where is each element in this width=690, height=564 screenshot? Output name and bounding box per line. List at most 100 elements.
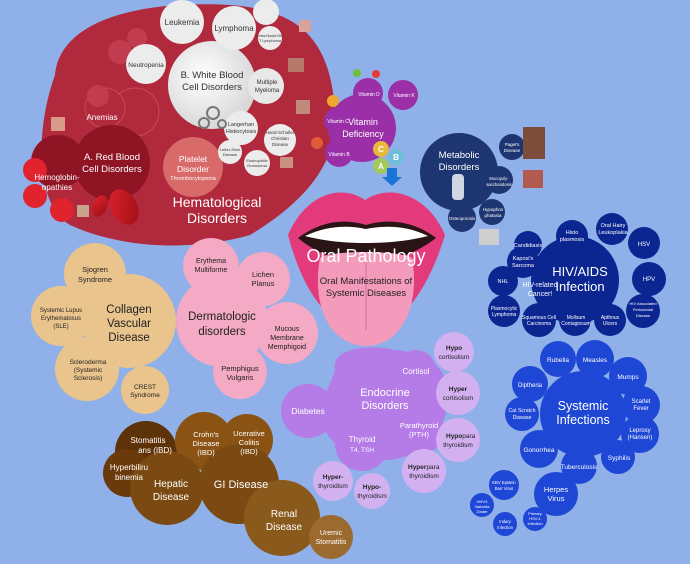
langerhans-label-2: Histiocytosis [226, 129, 257, 135]
photo-thumbnail [523, 170, 543, 188]
hand-schuller-label-3: Disease [272, 142, 289, 147]
hiv-title-2: Infection [555, 279, 604, 294]
syphilis-label: Syphilis [608, 455, 631, 462]
hyperparathyroidism-rest: thyroidism [409, 473, 439, 480]
hyperbili-label-2: binemia [115, 473, 144, 482]
mps-label-2: saccharidosis [486, 182, 511, 187]
nhl-label: NHL [497, 279, 508, 285]
thyroid-label-1: Thyroid [349, 435, 376, 444]
anemias-label: Anemias [86, 113, 117, 122]
pemphigus-label-1: Pemphigus [221, 364, 259, 373]
hypocortisolism-bold: Hypo [446, 345, 462, 352]
renal-label-2: Disease [266, 522, 303, 533]
mmp-label-2: Membrane [270, 335, 304, 342]
photo-thumbnail [299, 20, 311, 32]
apthous-label-2: Ulcers [603, 321, 618, 327]
vzv-label-3: Zoster [476, 509, 488, 514]
hand-schuller-label-2: Christian [271, 136, 289, 141]
hypoparathyroidism-mid: para [462, 433, 475, 440]
pemphigus-label-2: Vulgaris [227, 373, 254, 382]
vitamin-cluster: Vitamin Deficiency Vitamin D Vitamin K V… [311, 69, 418, 186]
paget-label-2: Disease [504, 148, 521, 153]
colitis-label-1: Ucerative [233, 429, 265, 438]
vitamin-b-badge-label: B [393, 153, 399, 162]
hypophos-label-1: Hypophos [483, 207, 504, 212]
mmp-label-3: Memphigoid [268, 344, 306, 351]
oral-pathology-center: Oral Pathology Oral Manifestations of Sy… [288, 192, 445, 346]
stomatitis-label-2: ans (IBD) [138, 446, 172, 455]
eosinophilic-label-1: Eosinophilic [246, 158, 267, 163]
scarlet-label-2: Fever [633, 406, 648, 412]
hyperparathyroidism-mid: para [426, 464, 439, 471]
catscratch-label-2: Disease [513, 415, 532, 421]
multiple-myeloma-label-2: Myeloma [255, 88, 280, 94]
ebv-label-1: EBV Epstein [492, 480, 516, 485]
systemic-infections-node[interactable] [540, 371, 626, 457]
extra-nodal-label-2: T Lymphoma [259, 39, 282, 43]
hematological-title-2: Disorders [187, 210, 247, 226]
vitamin-a-badge-label: A [378, 162, 384, 171]
hyperthyroidism-rest: thyroidism [318, 483, 348, 490]
apthous-label-1: Apthous [601, 315, 620, 321]
platelet-disorder-node[interactable] [163, 137, 223, 197]
red-blood-cell-disorders-node[interactable] [74, 125, 150, 201]
diabetes-label: Diabetes [291, 406, 325, 416]
vitamin-a-badge [373, 158, 389, 174]
platelet-label-2: Disorder [177, 164, 209, 174]
thyroid-label-2: T4, TSH [350, 447, 374, 454]
lichen-label-2: Planus [252, 279, 275, 288]
tuberculosis-label: Tuberculosis [561, 464, 598, 471]
hairy-label-2: Leukoplakia [598, 230, 628, 236]
photo-thumbnail [280, 157, 293, 168]
vzv-label-1: HHV3 [477, 499, 488, 504]
crest-label-1: CREST [134, 384, 156, 391]
measles-label: Measles [583, 357, 608, 364]
plasmocytic-label-1: Plasmocytic [491, 306, 518, 312]
crohns-label-3: (IBD) [197, 448, 215, 457]
molluscum-label-1: Mollsum [567, 315, 586, 321]
kaposi-label-2: Sarcoma [512, 263, 535, 269]
vitamin-title-2: Deficiency [342, 129, 384, 139]
hpv-label: HPV [643, 277, 655, 283]
collagen-vascular-node[interactable] [82, 274, 176, 368]
white-cell-title-2: Cell Disorders [182, 82, 242, 93]
uremic-label-2: Stomatitis [316, 539, 347, 546]
vitamin-c-label: Vitamin C [327, 119, 349, 125]
fruit-icon [353, 69, 361, 77]
metabolic-cluster: Metabolic Disorders Paget's Disease Muco… [420, 127, 545, 245]
dermatologic-disorders-node[interactable] [176, 275, 268, 367]
gi-title: GI Disease [214, 479, 268, 491]
hypocortisolism-rest: cortisolism [439, 354, 470, 361]
center-subtitle-2: Systemic Diseases [326, 288, 406, 299]
histo-label-1: Histo [566, 230, 579, 236]
uremic-label-1: Uremic [320, 530, 343, 537]
hsv1-label-2: HSV-1 [529, 516, 541, 521]
vitamin-b-label: Vitamin B [328, 152, 350, 158]
hyperparathyroidism-line1: Hyperpara [408, 464, 440, 471]
sle-label-1: Systemic Lupus [40, 308, 82, 314]
extra-nodal-label-1: Extra-Nodal NK/ [256, 34, 284, 38]
hiv-aids-node[interactable] [531, 236, 619, 324]
letterer-label-2: Disease [223, 152, 238, 157]
perio-label-2: Periodontal [633, 307, 653, 312]
crohns-label-2: Disease [192, 439, 219, 448]
endocrine-cluster: Endocrine Disorders Cortisol Diabetes Th… [281, 332, 480, 509]
scc-label-1: Squamous Cell [522, 315, 556, 321]
metabolic-disorders-node[interactable] [420, 133, 498, 211]
knee-joint-icon [452, 174, 464, 200]
vitamin-title-1: Vitamin [348, 117, 378, 127]
osteoporosis-label: Osteoporosis [449, 216, 476, 221]
hiv-related-2: Cancer! [528, 291, 553, 298]
systemic-title-2: Infections [556, 413, 610, 427]
vzv-label-2: Varicella [474, 504, 490, 509]
multiple-myeloma-label-1: Multiple [257, 80, 278, 86]
herpes-label-1: Herpes [544, 485, 568, 494]
crest-label-2: Syndrome [130, 392, 160, 399]
indary-label-1: Indary [499, 519, 512, 524]
white-blood-cell-disorders-node[interactable] [168, 41, 256, 129]
renal-disease-node[interactable] [244, 480, 320, 556]
fruit-icon [372, 70, 380, 78]
photo-thumbnail [523, 127, 545, 159]
